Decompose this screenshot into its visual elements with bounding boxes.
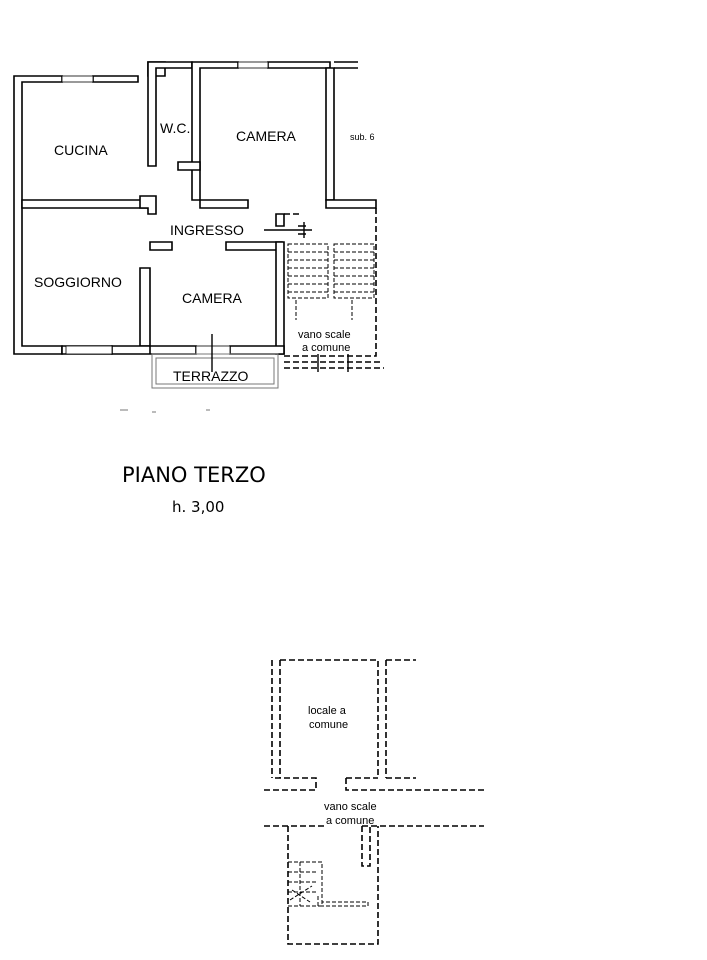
vano-scale-walls [264, 825, 484, 945]
floor-height: h. 3,00 [172, 498, 224, 516]
stairwell-outline [284, 208, 377, 357]
wall-wc-south [177, 161, 201, 171]
window-camera [237, 61, 269, 69]
wall-camera-north [191, 61, 239, 201]
terrazzo-outline [151, 353, 279, 389]
entrance-door-symbol [264, 222, 312, 238]
wall-camera2-east [275, 241, 285, 355]
room-label-camera-2: CAMERA [182, 290, 243, 306]
wall-soggiorno-east [139, 267, 151, 347]
locale-label-line-2: comune [309, 719, 348, 731]
wall-south-3 [229, 345, 285, 355]
stair-stub [317, 354, 349, 372]
room-label-sub: sub. 6 [350, 132, 375, 142]
stair-landing-south [284, 361, 384, 369]
scan-marks [120, 409, 210, 413]
wall-camera-east [325, 67, 335, 201]
window-cucina [61, 75, 94, 83]
outer-wall-west [13, 75, 63, 355]
locale-label-line-1: locale a [308, 705, 347, 717]
locale-west-walls [271, 659, 416, 779]
room-label-cucina: CUCINA [54, 142, 108, 158]
window-camera2 [195, 345, 231, 355]
wall-sub-south [325, 199, 377, 209]
window-soggiorno [65, 345, 113, 355]
wall-jamb [139, 195, 157, 215]
stairwell-label-line-1: vano scale [298, 329, 351, 341]
wall-camera-south [199, 199, 249, 209]
floor-title: PIANO TERZO [122, 463, 266, 487]
room-label-soggiorno: SOGGIORNO [34, 274, 122, 290]
wall-south-2 [111, 345, 197, 355]
wall-cucina-south [21, 199, 149, 209]
stair-flights [287, 243, 375, 320]
room-label-camera-1: CAMERA [236, 128, 297, 144]
locale-south-wall [264, 777, 484, 791]
vano-scale-label-line-1: vano scale [324, 801, 377, 813]
room-label-terrazzo: TERRAZZO [173, 368, 249, 384]
wall-sub-north [334, 61, 358, 69]
top-floor-plan: CUCINA W.C. CAMERA sub. 6 INGRESSO SOGGI… [13, 61, 384, 413]
wall-wc-north [147, 61, 193, 167]
wall-camera-north-2 [267, 61, 331, 69]
vano-scale-label-line-2: a comune [326, 815, 374, 827]
room-label-wc: W.C. [160, 120, 190, 136]
wall-camera2-north [149, 241, 283, 251]
room-label-ingresso: INGRESSO [170, 222, 244, 238]
wall-ingresso-door [275, 213, 285, 227]
terrazzo-inner [155, 357, 275, 385]
stairwell-label-line-2: a comune [302, 342, 350, 354]
bottom-floor-plan: locale a comune vano scale a comune [264, 659, 484, 945]
stair-flight-bottom [288, 861, 369, 907]
